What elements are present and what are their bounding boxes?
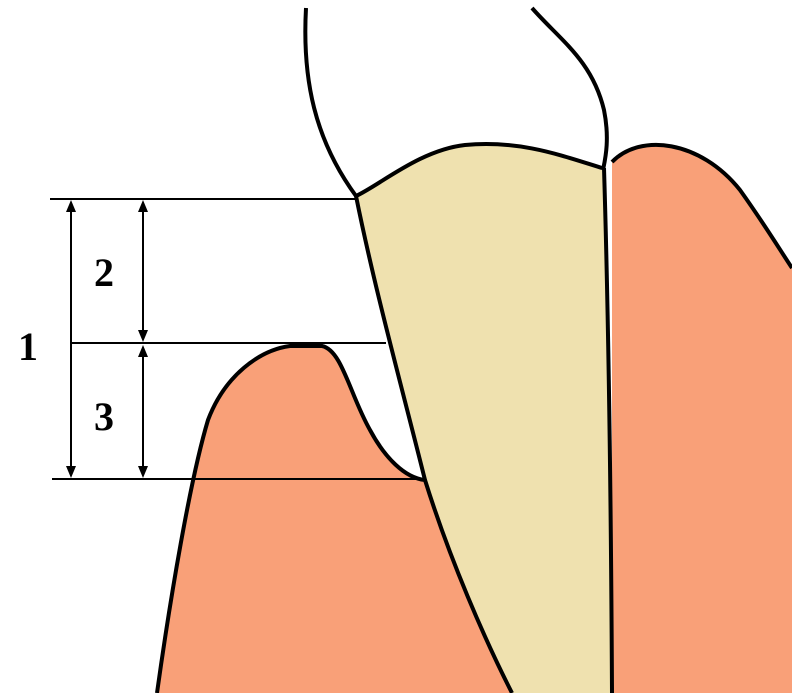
label-upper: 2 [94, 250, 114, 295]
dimension-arrow-upper [138, 200, 148, 342]
label-lower: 3 [94, 394, 114, 439]
label-total: 1 [18, 324, 38, 369]
dimension-arrow-total [66, 200, 76, 478]
tooth-crown-outline [305, 8, 356, 196]
tooth-crown-right-outline [532, 8, 607, 170]
dimension-arrow-lower [138, 345, 148, 478]
